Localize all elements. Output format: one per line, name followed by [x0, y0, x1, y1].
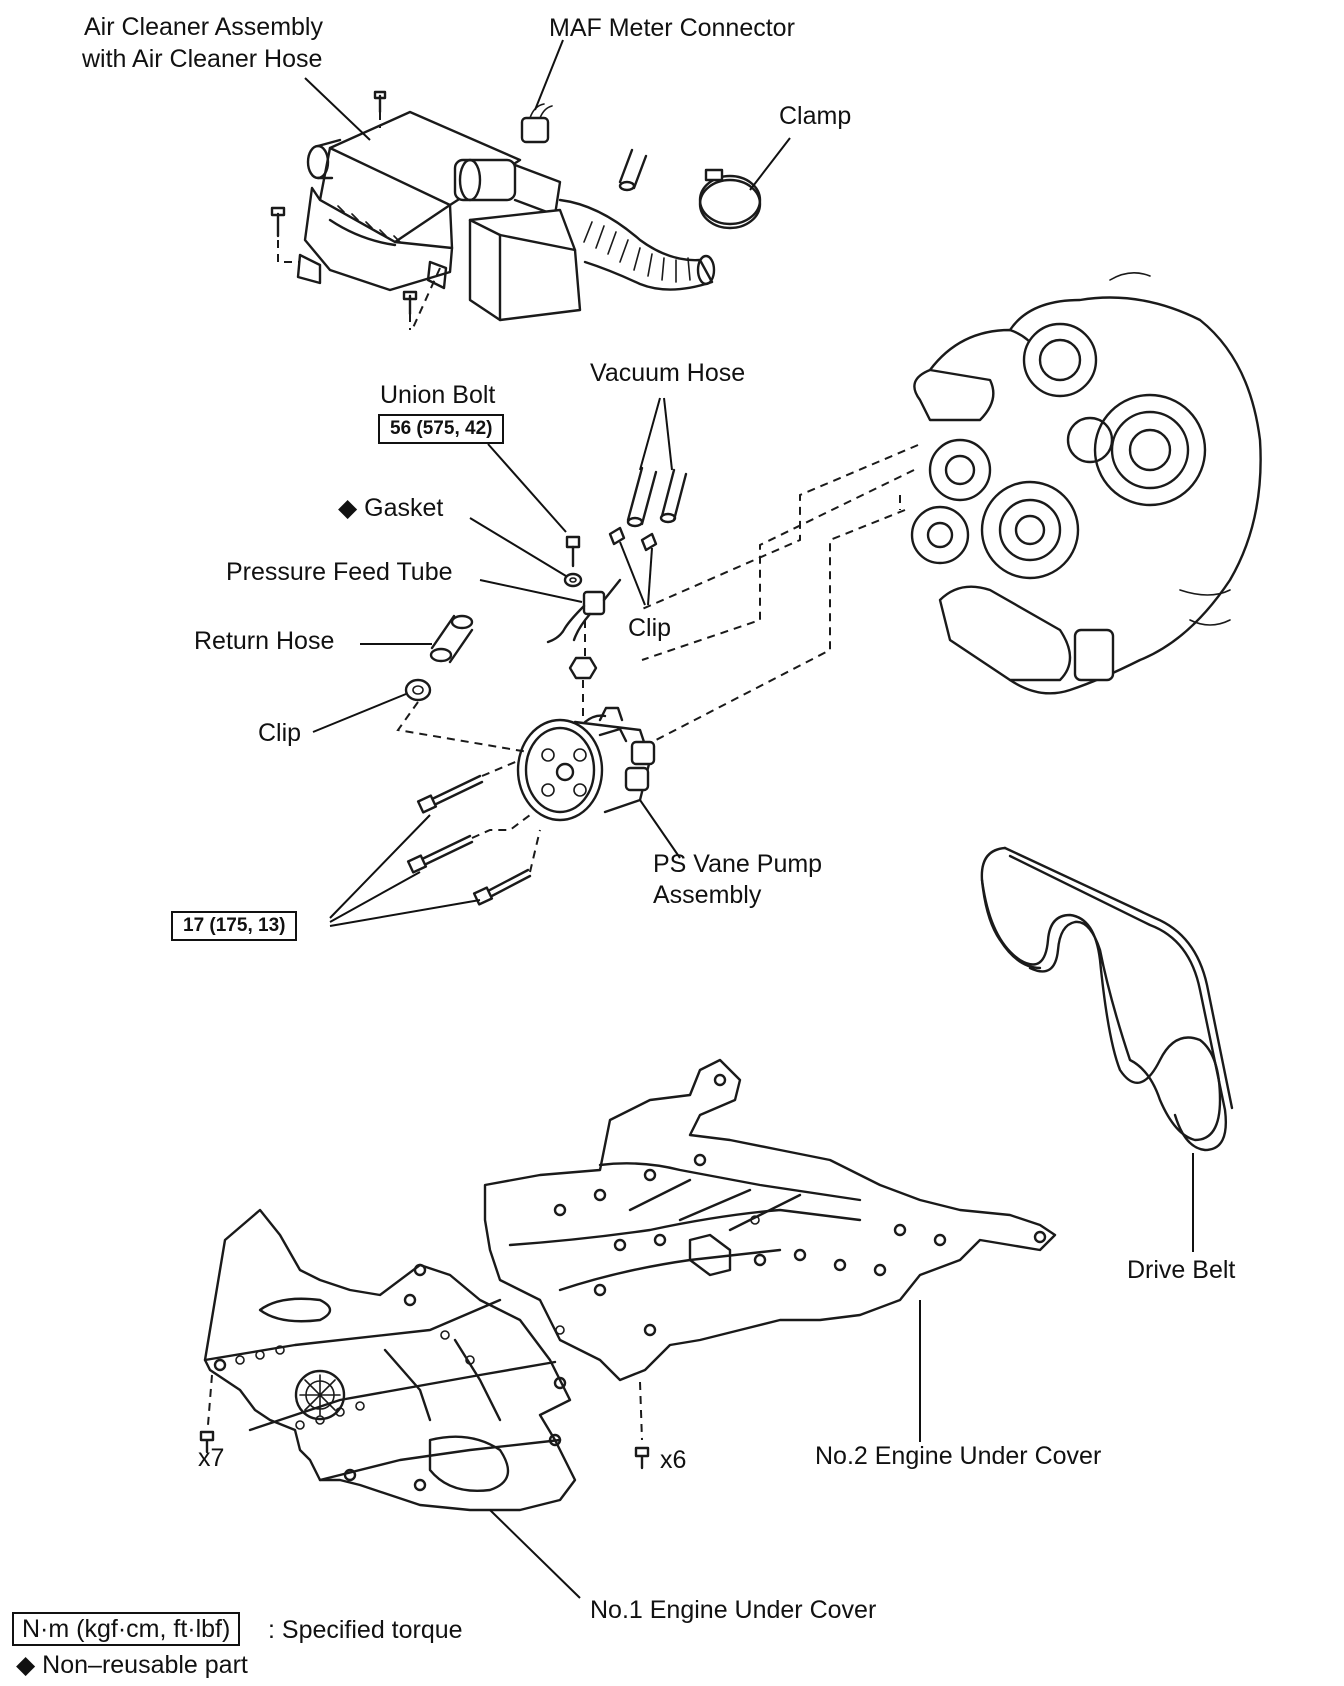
legend-torque-text: : Specified torque	[268, 1616, 463, 1644]
legend-nonreusable: ◆ Non–reusable part	[16, 1651, 248, 1679]
union-bolt	[565, 535, 581, 568]
label-ps-vane-pump-line1: PS Vane Pump	[653, 850, 823, 878]
pump-mounting-bolts	[406, 774, 532, 906]
return-hose	[429, 614, 474, 664]
ps-vane-pump	[516, 706, 656, 822]
no1-cover-bolt	[199, 1430, 215, 1454]
label-gasket: ◆ Gasket	[338, 494, 444, 522]
small-hose	[618, 148, 648, 192]
label-return-hose: Return Hose	[194, 627, 335, 655]
torque-pump-bolts: 17 (175, 13)	[171, 911, 298, 941]
no2-engine-under-cover	[483, 1058, 1057, 1382]
label-no2-engine-under-cover: No.2 Engine Under Cover	[815, 1442, 1102, 1470]
engine-block	[910, 272, 1262, 695]
label-air-cleaner-line2: with Air Cleaner Hose	[82, 45, 323, 73]
air-cleaner-assembly	[270, 90, 716, 322]
label-maf-meter-connector: MAF Meter Connector	[549, 14, 795, 42]
label-union-bolt: Union Bolt	[380, 381, 496, 409]
label-clip-left: Clip	[258, 719, 302, 747]
label-clamp: Clamp	[779, 102, 852, 130]
maf-meter-connector	[520, 103, 553, 144]
no1-engine-under-cover	[203, 1208, 577, 1512]
drive-belt-part	[980, 846, 1234, 1152]
no2-cover-bolt	[634, 1446, 650, 1470]
legend-torque-box: N·m (kgf·cm, ft·lbf)	[12, 1612, 241, 1646]
union-nut	[568, 656, 598, 680]
label-vacuum-hose: Vacuum Hose	[590, 359, 746, 387]
label-clip-right: Clip	[628, 614, 672, 642]
label-no1-engine-under-cover: No.1 Engine Under Cover	[590, 1596, 877, 1624]
clamp-part	[698, 168, 762, 230]
return-hose-clip	[404, 678, 432, 702]
label-drive-belt: Drive Belt	[1127, 1256, 1236, 1284]
label-pressure-feed-tube: Pressure Feed Tube	[226, 558, 453, 586]
pressure-feed-tube	[546, 578, 622, 644]
vacuum-hoses	[626, 466, 688, 528]
label-ps-vane-pump-line2: Assembly	[653, 881, 762, 909]
leader-lines	[304, 39, 1194, 1599]
label-bolt-count-x7: x7	[198, 1444, 225, 1472]
label-bolt-count-x6: x6	[660, 1446, 687, 1474]
torque-union-bolt: 56 (575, 42)	[378, 414, 505, 444]
gasket	[563, 572, 583, 588]
vacuum-hose-clips	[608, 526, 658, 552]
label-air-cleaner-line1: Air Cleaner Assembly	[84, 13, 323, 41]
